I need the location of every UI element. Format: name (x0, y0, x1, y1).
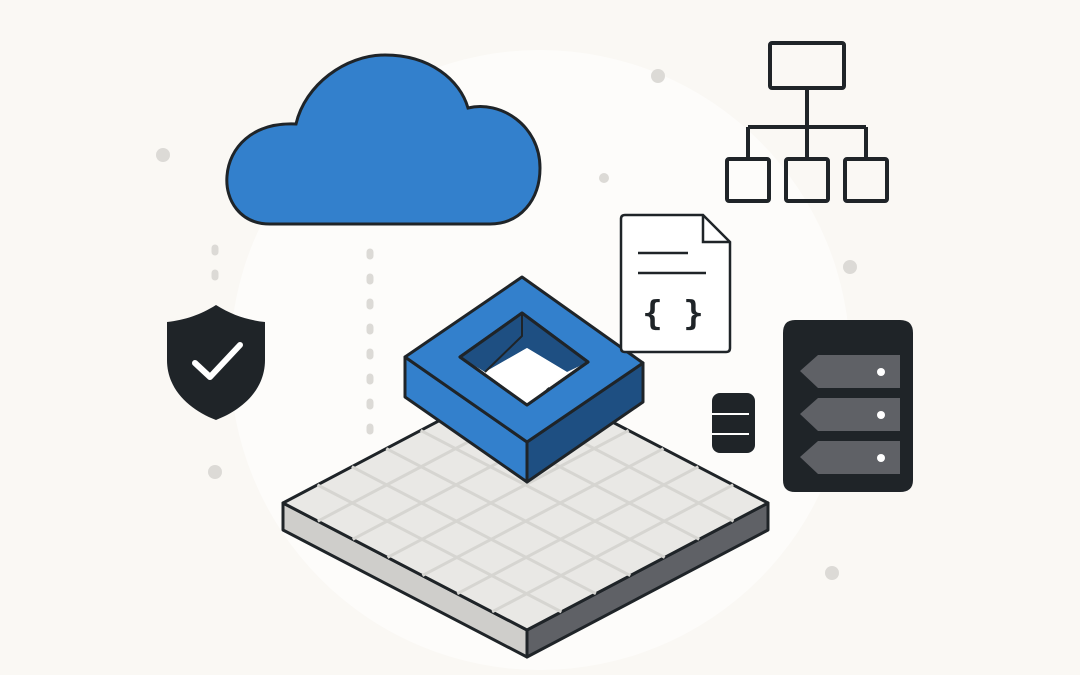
dot (825, 566, 839, 580)
grid-line (421, 447, 665, 577)
dot (599, 173, 609, 183)
dot (156, 148, 170, 162)
dot (843, 260, 857, 274)
grid-line (491, 483, 734, 614)
code-braces: { } (642, 294, 703, 334)
server-slot (800, 398, 900, 431)
platform-grid (316, 392, 735, 614)
code-document-icon: { } (619, 213, 732, 354)
platform-icon (281, 374, 770, 659)
grid-line (456, 465, 699, 596)
grid-line (420, 429, 666, 559)
org-chart-icon (725, 41, 889, 203)
grid-line (386, 429, 630, 559)
decorative-dots (156, 69, 857, 580)
server-led (877, 368, 885, 376)
server-slots (800, 355, 900, 474)
grid-line (316, 483, 563, 614)
dot (208, 465, 222, 479)
server-led (877, 411, 885, 419)
database-icon (712, 393, 755, 453)
server-stack-icon (783, 320, 913, 492)
blue-ring-block-icon (403, 275, 645, 484)
server-slot (800, 441, 900, 474)
grid-line (385, 447, 631, 577)
grid-line (351, 465, 597, 596)
shield-check-icon (167, 305, 265, 420)
server-slot (800, 355, 900, 388)
server-led (877, 454, 885, 462)
dot (651, 69, 665, 83)
cloud-icon (225, 53, 542, 226)
